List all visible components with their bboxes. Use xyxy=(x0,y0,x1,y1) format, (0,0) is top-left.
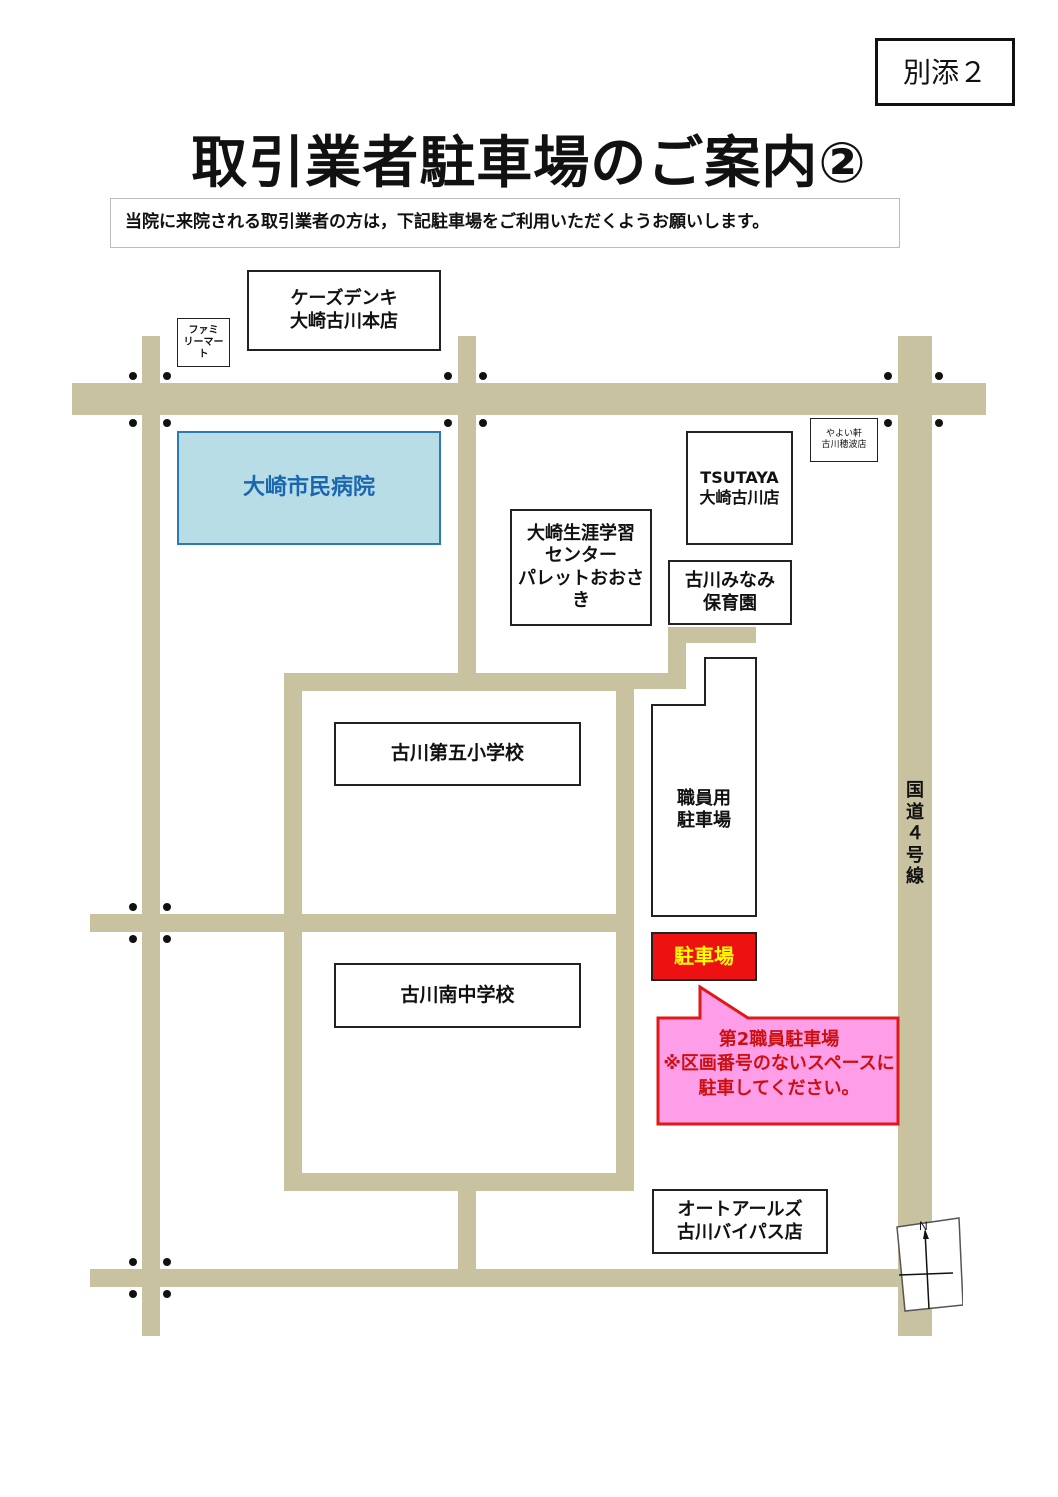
road-bottom-horizontal xyxy=(90,1269,898,1287)
road-left-vertical xyxy=(142,336,160,1336)
compass-north-label: N xyxy=(919,1219,928,1233)
landmark-tsutaya: TSUTAYA 大崎古川店 xyxy=(686,431,793,545)
notice-text: 当院に来院される取引業者の方は，下記駐車場をご利用いただくようお願いします。 xyxy=(110,198,900,248)
landmark-ks-denki: ケーズデンキ 大崎古川本店 xyxy=(247,270,441,351)
intersection-dot xyxy=(163,1258,171,1266)
landmark-staff-parking: 職員用 駐車場 xyxy=(677,787,731,832)
callout-title: 第2職員駐車場 xyxy=(718,1029,840,1050)
callout-note: ※区画番号のないスペースに駐車してください。 xyxy=(663,1053,895,1099)
landmark-hospital: 大崎市民病院 xyxy=(177,431,441,545)
callout-text: 第2職員駐車場 ※区画番号のないスペースに駐車してください。 xyxy=(662,1028,896,1101)
road-lower-vertical xyxy=(458,1191,476,1271)
intersection-dot xyxy=(935,372,943,380)
attachment-label: 別添２ xyxy=(875,38,1015,106)
intersection-dot xyxy=(129,935,137,943)
route-4-label: 国道４号線 xyxy=(906,780,924,888)
road-school-loop-right xyxy=(616,673,634,1191)
road-school-loop-bottom xyxy=(284,1173,634,1191)
intersection-dot xyxy=(163,1290,171,1298)
landmark-junior-high-school: 古川南中学校 xyxy=(334,963,581,1028)
intersection-dot xyxy=(444,372,452,380)
intersection-dot xyxy=(163,903,171,911)
intersection-dot xyxy=(129,903,137,911)
page-title: 取引業者駐車場のご案内② xyxy=(191,131,867,196)
road-connector-top xyxy=(668,627,756,643)
landmark-elementary-school: 古川第五小学校 xyxy=(334,722,581,786)
landmark-lifelong-center: 大崎生涯学習 センター パレットおおさ き xyxy=(510,509,652,626)
intersection-dot xyxy=(479,372,487,380)
road-center-vertical-upper xyxy=(458,336,476,678)
intersection-dot xyxy=(884,372,892,380)
intersection-dot xyxy=(129,1290,137,1298)
intersection-dot xyxy=(479,419,487,427)
intersection-dot xyxy=(884,419,892,427)
intersection-dot xyxy=(444,419,452,427)
intersection-dot xyxy=(163,372,171,380)
intersection-dot xyxy=(163,419,171,427)
intersection-dot xyxy=(935,419,943,427)
road-school-loop-top xyxy=(284,673,632,691)
compass-icon xyxy=(896,1217,963,1312)
landmark-family-mart: ファミ リーマー ト xyxy=(177,318,230,367)
landmark-yayoiken: やよい軒 古川穂波店 xyxy=(810,418,878,462)
road-route4-vertical xyxy=(898,336,932,1336)
intersection-dot xyxy=(163,935,171,943)
road-top-horizontal xyxy=(72,383,986,415)
road-middle-horizontal xyxy=(90,914,634,932)
landmark-nursery: 古川みなみ 保育園 xyxy=(668,560,792,625)
landmark-autobacs: オートアールズ 古川バイパス店 xyxy=(652,1189,828,1254)
road-school-loop-left xyxy=(284,673,302,1191)
intersection-dot xyxy=(129,372,137,380)
intersection-dot xyxy=(129,419,137,427)
intersection-dot xyxy=(129,1258,137,1266)
parking-label: 駐車場 xyxy=(651,932,757,981)
